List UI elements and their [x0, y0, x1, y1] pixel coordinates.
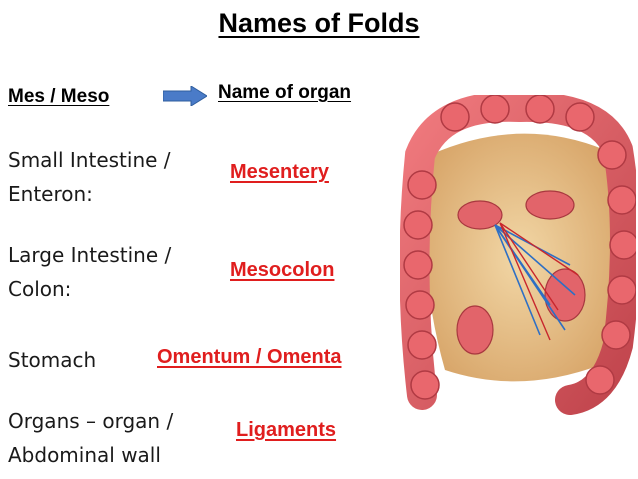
right-arrow-icon — [163, 86, 207, 106]
term-mesentery: Mesentery — [230, 161, 329, 183]
row-label-stomach: Stomach — [8, 348, 97, 372]
term-mesocolon: Mesocolon — [230, 259, 335, 281]
row-label-small-intestine: Small Intestine / Enteron: — [8, 148, 171, 206]
slide-title: Names of Folds — [218, 8, 420, 38]
header-name-of-organ: Name of organ — [218, 82, 352, 103]
row-label-organs: Organs – organ / Abdominal wall — [8, 409, 174, 467]
term-omentum: Omentum / Omenta — [157, 346, 342, 368]
term-ligaments: Ligaments — [236, 419, 337, 441]
header-mes-meso: Mes / Meso — [8, 86, 110, 107]
row-label-large-intestine: Large Intestine / Colon: — [8, 243, 172, 301]
intestines-illustration — [400, 95, 636, 415]
